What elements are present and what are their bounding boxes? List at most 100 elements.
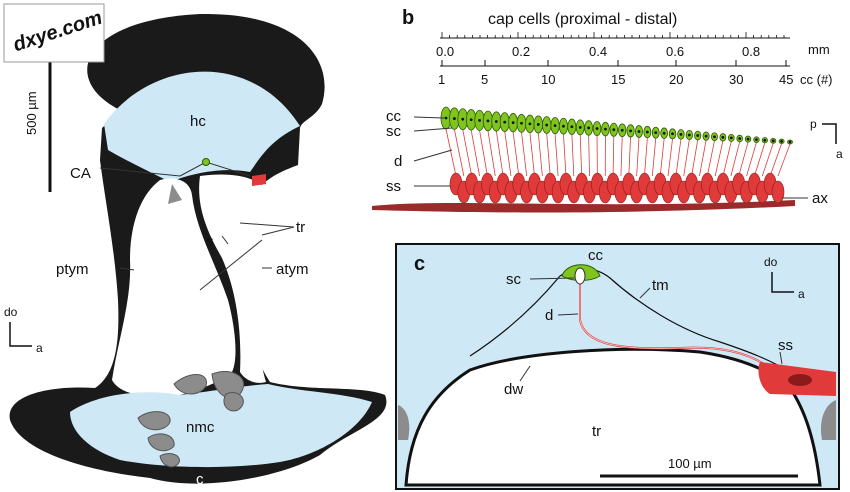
dendrite-line [754, 142, 766, 177]
mm-tick-1: 0.2 [512, 44, 530, 59]
ptym-tube [112, 178, 236, 397]
cc-tick-5: 5 [481, 72, 488, 87]
scolopale-dot [645, 130, 649, 134]
dendrite-line [512, 131, 520, 177]
c-ss-nucleus [788, 374, 812, 386]
dendrite-line [699, 140, 707, 177]
scolopale-dot [469, 118, 473, 122]
scolopale-dot [486, 119, 490, 123]
label-hc: hc [190, 113, 206, 130]
c-grey-left [398, 405, 410, 440]
scolopale-dot [562, 124, 565, 128]
c-label-sc: sc [506, 271, 522, 288]
scolopale-dot [452, 117, 456, 120]
scale-label-a: 500 µm [24, 91, 39, 135]
svg-text:do: do [764, 255, 778, 269]
dendrite-line [470, 130, 480, 177]
cc-tick-15: 15 [611, 72, 625, 87]
mm-tick-4: 0.8 [742, 44, 760, 59]
panel-a: 500 µm hc CA tr s ptym atym nmc c do a d… [3, 3, 387, 488]
label-nmc: nmc [186, 419, 215, 436]
dendrite-line [659, 138, 665, 177]
scolopale-dot [503, 120, 507, 124]
c-scolopale [574, 267, 586, 285]
svg-text:a: a [36, 341, 43, 355]
dendrite-line [644, 137, 648, 177]
scolopale-dot [520, 121, 523, 125]
label-atym: atym [276, 261, 309, 278]
sensory-somata [449, 172, 785, 204]
orientation-c: do a [764, 255, 805, 301]
dendrite-line [588, 135, 590, 177]
scolopale-dot [780, 140, 784, 143]
orientation-b: p a [810, 117, 843, 161]
label-tr: tr [296, 219, 305, 236]
svg-text:do: do [4, 305, 18, 319]
c-trachea [404, 347, 822, 487]
scolopale-dot [612, 128, 616, 132]
cc-tick-10: 10 [541, 72, 555, 87]
panel-b-title: cap cells (proximal - distal) [488, 11, 677, 28]
orientation-a: do a [4, 305, 43, 355]
label-ca: CA [70, 165, 91, 182]
dendrite-line [563, 134, 567, 177]
dendrite-line [628, 137, 631, 177]
mm-tick-3: 0.6 [666, 44, 684, 59]
cc-unit: cc (#) [800, 72, 833, 87]
sensory-soma [771, 180, 785, 204]
mm-unit: mm [808, 42, 830, 57]
scolopale-dot [620, 128, 624, 132]
scolopale-dot [755, 138, 758, 142]
c-label-dw: dw [504, 381, 523, 398]
atym-tube [199, 174, 268, 383]
svg-text:a: a [836, 147, 843, 161]
cc-tick-45: 45 [779, 72, 793, 87]
dendrite-line [651, 138, 657, 177]
c-label-d: d [545, 307, 553, 324]
dendrite-line [722, 141, 732, 177]
dendrite-line [537, 132, 543, 177]
watermark: dxye.com [3, 3, 105, 63]
scolopale-dot [721, 135, 725, 139]
scolopale-dot [595, 127, 599, 130]
dendrite-line [529, 132, 535, 177]
dendrite-line [777, 143, 791, 177]
scolopale-dot [662, 131, 666, 135]
dendrite-line [706, 140, 715, 177]
scolopale-dot [545, 123, 549, 127]
dendrite-line [675, 139, 682, 177]
scolopale-dot [578, 125, 582, 129]
scolopale-dot [679, 132, 683, 136]
panel-b-leaders [413, 116, 808, 199]
b-label-ax: ax [812, 190, 828, 207]
panel-a-leaders [99, 167, 295, 291]
b-label-ss: ss [386, 178, 401, 195]
dendrite-line [453, 129, 465, 177]
label-ptym: ptym [56, 261, 89, 278]
scolopale-dot [746, 137, 750, 141]
dendrite-line [738, 142, 749, 177]
scolopale-dot [478, 118, 481, 122]
dendrite-line [504, 131, 512, 177]
b-label-d: d [394, 153, 402, 170]
scolopale-dot [771, 139, 775, 143]
c-label-tm: tm [652, 277, 669, 294]
scolopale-dot [629, 129, 632, 133]
scolopale-dot [536, 123, 540, 126]
dendrite-line [487, 130, 496, 177]
nmc-fluid [70, 384, 372, 468]
scolopale-dot [444, 116, 448, 120]
red-ss-a [252, 174, 266, 186]
scolopale-dot [461, 117, 465, 121]
c-dendrite-inner [579, 282, 771, 369]
scolopale-dot [671, 132, 674, 136]
dendrite-line [683, 139, 690, 177]
panel-b: b cap cells (proximal - distal) 0.0 0.2 … [372, 7, 843, 213]
dendrite-line [691, 139, 699, 177]
scolopale-dot [511, 121, 515, 125]
b-label-cc: cc [386, 108, 402, 125]
scolopale-dot [687, 133, 691, 137]
cc-tick-1: 1 [438, 72, 445, 87]
